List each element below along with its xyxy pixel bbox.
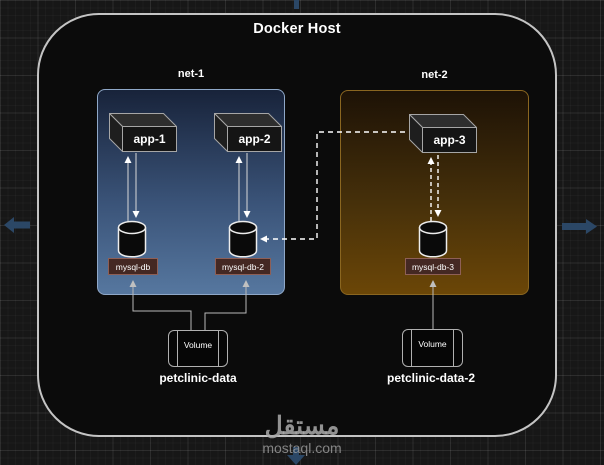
net-2-label: net-2	[421, 69, 448, 81]
mysql-db-3-cylinder-icon	[418, 220, 448, 263]
pan-left-arrow-icon[interactable]	[4, 217, 30, 233]
volume-right-line	[453, 330, 454, 366]
app-1-label: app-1	[133, 132, 166, 146]
cube-icon	[214, 113, 282, 152]
app-3-label: app-3	[433, 133, 466, 147]
net-1-label: net-1	[177, 68, 205, 80]
mysql-db-3-tag: mysql-db-3	[405, 258, 461, 275]
volume-petclinic-data-2: Volume	[402, 329, 463, 367]
volume-left-line	[177, 331, 178, 366]
cube-icon	[109, 113, 177, 152]
pan-down-arrow-icon[interactable]	[287, 447, 305, 465]
volume-box-label: Volume	[418, 339, 447, 349]
pan-up-arrow-icon[interactable]	[294, 0, 299, 9]
volume-petclinic-data: Volume	[168, 330, 228, 367]
app-2-node: app-2	[214, 113, 282, 152]
app-2-label: app-2	[238, 132, 271, 146]
volume-name-petclinic-data-2: petclinic-data-2	[386, 371, 476, 385]
pan-right-arrow-icon[interactable]	[562, 219, 597, 234]
volume-left-line	[411, 330, 412, 366]
docker-host-title: Docker Host	[253, 21, 341, 37]
mysql-db-2-cylinder-icon	[228, 220, 258, 263]
app-1-node: app-1	[109, 113, 177, 152]
volume-box-label: Volume	[183, 340, 213, 350]
mysql-db-2-tag: mysql-db-2	[215, 258, 271, 275]
mysql-db-cylinder-icon	[117, 220, 147, 263]
volume-right-line	[218, 331, 219, 366]
volume-name-petclinic-data: petclinic-data	[159, 371, 237, 385]
mysql-db-tag: mysql-db	[108, 258, 158, 275]
app-3-node: app-3	[409, 114, 477, 153]
cube-icon	[409, 114, 477, 153]
